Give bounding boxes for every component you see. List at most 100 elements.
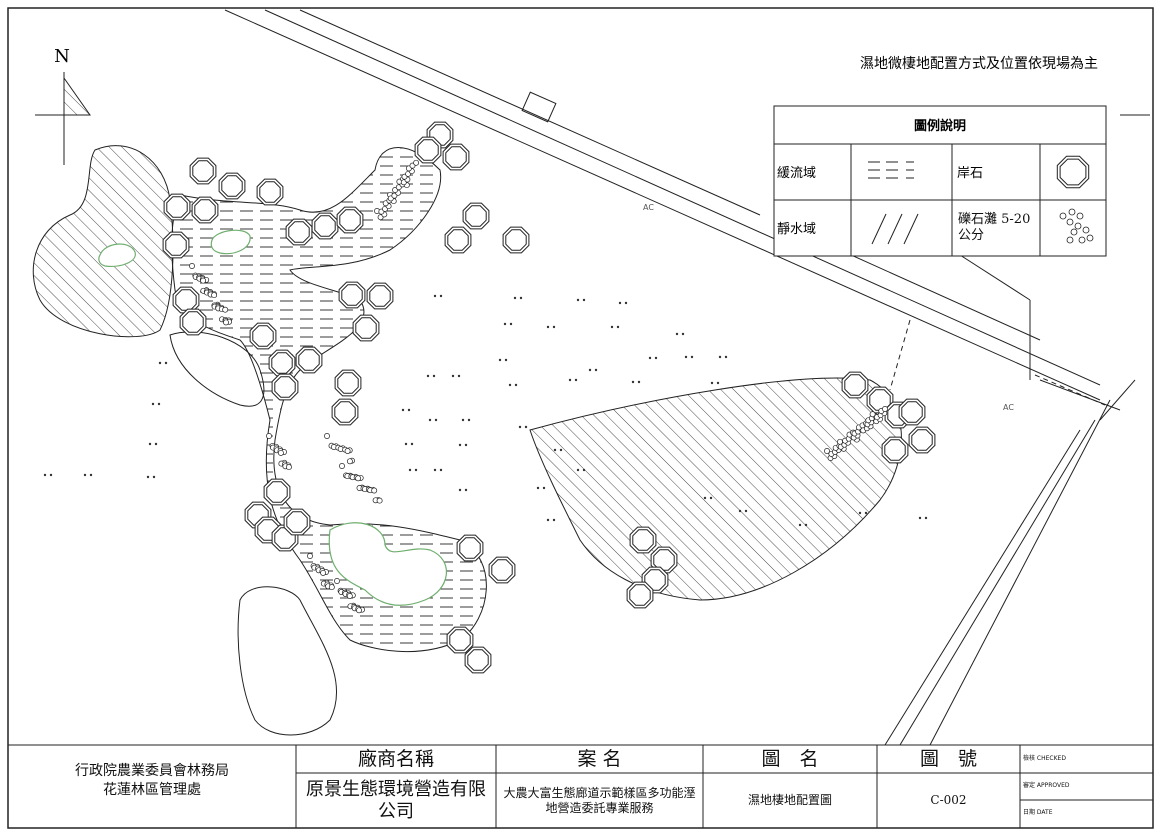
site-point [433, 294, 437, 298]
site-point [426, 374, 430, 378]
site-point [467, 418, 471, 422]
site-point [154, 442, 158, 446]
site-point [514, 383, 518, 387]
site-point [588, 368, 592, 372]
drawing-header: 圖 名 [761, 747, 819, 770]
legend-gravel-stone [1068, 208, 1076, 216]
site-point [681, 332, 685, 336]
legend-label-bank-stone: 岸石 [957, 166, 983, 181]
site-point [49, 473, 53, 477]
gravel-stone [334, 578, 340, 584]
site-point [576, 468, 580, 472]
legend-title: 圖例說明 [914, 118, 966, 134]
checked-label: 檢核 CHECKED [1023, 755, 1066, 763]
bank-stone [884, 439, 906, 461]
gravel-stone [346, 593, 353, 599]
bank-stone [644, 569, 666, 591]
gravel-stone [328, 584, 335, 591]
bank-stone [341, 284, 363, 306]
site-point [582, 468, 586, 472]
gravel-stone [200, 277, 207, 284]
gravel-stone [356, 607, 362, 614]
bank-stone [459, 537, 481, 559]
gravel-stone [266, 433, 272, 439]
site-point [738, 509, 742, 513]
site-point [703, 496, 707, 500]
site-point [164, 361, 168, 365]
site-point [148, 442, 152, 446]
gravel-stone [320, 569, 327, 576]
legend-gravel-stone [1070, 228, 1078, 236]
site-point [503, 322, 507, 326]
site-point [513, 296, 517, 300]
site-point [509, 322, 513, 326]
gravel-stone [869, 411, 876, 418]
bank-stone [844, 374, 866, 396]
site-point [618, 301, 622, 305]
site-point [718, 355, 722, 359]
legend-symbol-still-water [871, 213, 919, 245]
site-point [616, 325, 620, 329]
site-point [464, 443, 468, 447]
bank-stone [182, 311, 204, 333]
site-point [439, 468, 443, 472]
site-point [83, 473, 87, 477]
site-point [524, 425, 528, 429]
site-point [864, 511, 868, 515]
case-name: 大農大富生態廊道示範樣區多功能溼地營造委託專業服務 [503, 786, 696, 815]
site-point [43, 473, 47, 477]
bank-stone [505, 229, 527, 251]
site-point [504, 358, 508, 362]
site-point [552, 518, 556, 522]
gravel-stone [189, 263, 195, 269]
open-areas [169, 331, 338, 736]
bank-stone [629, 584, 651, 606]
bank-stone [901, 401, 923, 423]
site-point [654, 356, 658, 360]
site-point [457, 374, 461, 378]
site-point [631, 380, 635, 384]
site-point [407, 408, 411, 412]
site-point [157, 402, 161, 406]
gravel-stone [371, 487, 378, 494]
drawing-name: 濕地棲地配置圖 [747, 793, 832, 808]
site-point [716, 381, 720, 385]
bank-stone [337, 372, 359, 394]
site-point [158, 361, 162, 365]
case-header: 案 名 [577, 747, 622, 770]
site-point [458, 488, 462, 492]
site-point [401, 408, 405, 412]
site-point [152, 475, 156, 479]
gravel-stone [882, 406, 888, 412]
bank-stone [632, 529, 654, 551]
site-point [553, 448, 557, 452]
bank-stones [162, 121, 936, 674]
legend-label-gravel: 礫石灘 5-20公分 [958, 212, 1031, 243]
site-point [624, 301, 628, 305]
gravel-stone [223, 319, 229, 326]
legend-symbol-gravel [1059, 208, 1094, 244]
site-point [146, 475, 150, 479]
gravel-stone [376, 497, 383, 504]
road-label-2: AC [1003, 403, 1014, 412]
bank-stone [175, 289, 197, 311]
gravel-stone [277, 449, 284, 456]
drawing-number: C-002 [930, 793, 967, 808]
number-header: 圖 號 [919, 747, 977, 770]
vendor-name: 原景生態環境營造有限公司 [306, 778, 486, 822]
vendor-header: 廠商名稱 [357, 747, 434, 770]
site-point [519, 296, 523, 300]
legend-gravel-stone [1066, 236, 1074, 244]
bank-stone [1059, 158, 1087, 186]
site-point [464, 488, 468, 492]
site-point [451, 374, 455, 378]
site-point [518, 425, 522, 429]
site-point [684, 355, 688, 359]
site-point [710, 381, 714, 385]
bank-stone [194, 199, 216, 221]
bank-stone [286, 511, 308, 533]
site-point [461, 418, 465, 422]
bank-stone [447, 229, 469, 251]
gravel-stone [344, 448, 351, 454]
